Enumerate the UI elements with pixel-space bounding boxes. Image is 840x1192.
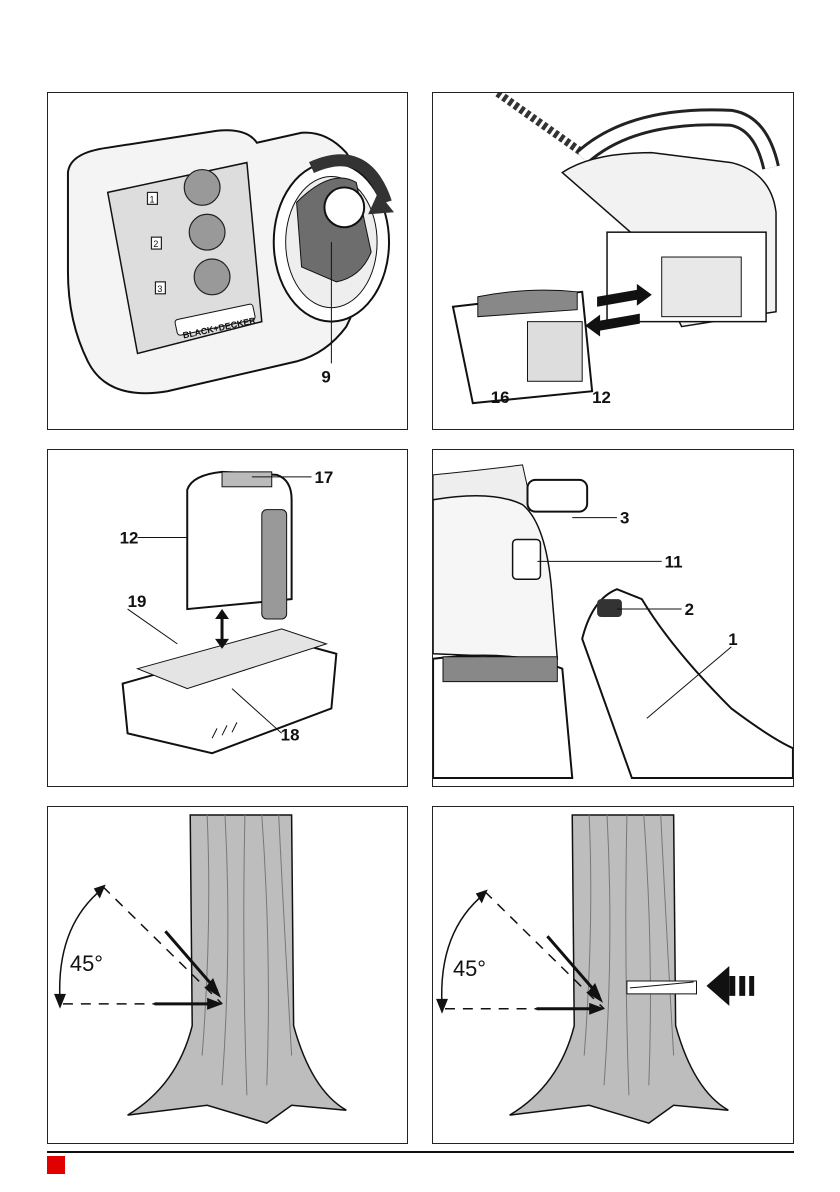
angle-label: 45° bbox=[70, 951, 103, 976]
figure-2-illustration: 16 12 bbox=[433, 93, 793, 429]
step-2-number: 2 bbox=[153, 239, 158, 249]
callout-16: 16 bbox=[491, 388, 510, 407]
callout-17: 17 bbox=[314, 468, 333, 487]
figure-6-felling-notch: 45° bbox=[432, 806, 794, 1144]
figure-2-battery-insert: 16 12 bbox=[432, 92, 794, 430]
figure-1-illustration: 1 2 3 BLACK+DECKER 9 bbox=[48, 93, 407, 429]
callout-1: 1 bbox=[728, 630, 737, 649]
step-3-number: 3 bbox=[157, 284, 162, 294]
figure-4-illustration: 3 11 2 1 bbox=[433, 450, 793, 786]
callout-12: 12 bbox=[592, 388, 611, 407]
figure-5-illustration: 45° bbox=[48, 807, 407, 1143]
figure-5-felling-angle: 45° bbox=[47, 806, 408, 1144]
callout-2: 2 bbox=[685, 600, 694, 619]
callout-9: 9 bbox=[321, 367, 330, 386]
angle-label: 45° bbox=[453, 956, 486, 981]
footer-rule bbox=[47, 1151, 794, 1153]
figure-1-tension-knob: 1 2 3 BLACK+DECKER 9 bbox=[47, 92, 408, 430]
callout-19: 19 bbox=[128, 592, 147, 611]
language-tab-marker bbox=[47, 1156, 65, 1174]
figure-6-illustration: 45° bbox=[433, 807, 793, 1143]
figure-3-charger: 17 12 19 18 bbox=[47, 449, 408, 787]
callout-11: 11 bbox=[665, 552, 683, 571]
callout-18: 18 bbox=[281, 725, 300, 744]
figure-3-illustration: 17 12 19 18 bbox=[48, 450, 407, 786]
callout-3: 3 bbox=[620, 509, 629, 528]
figure-4-controls: 3 11 2 1 bbox=[432, 449, 794, 787]
callout-12: 12 bbox=[120, 528, 139, 547]
step-1-number: 1 bbox=[149, 194, 154, 204]
